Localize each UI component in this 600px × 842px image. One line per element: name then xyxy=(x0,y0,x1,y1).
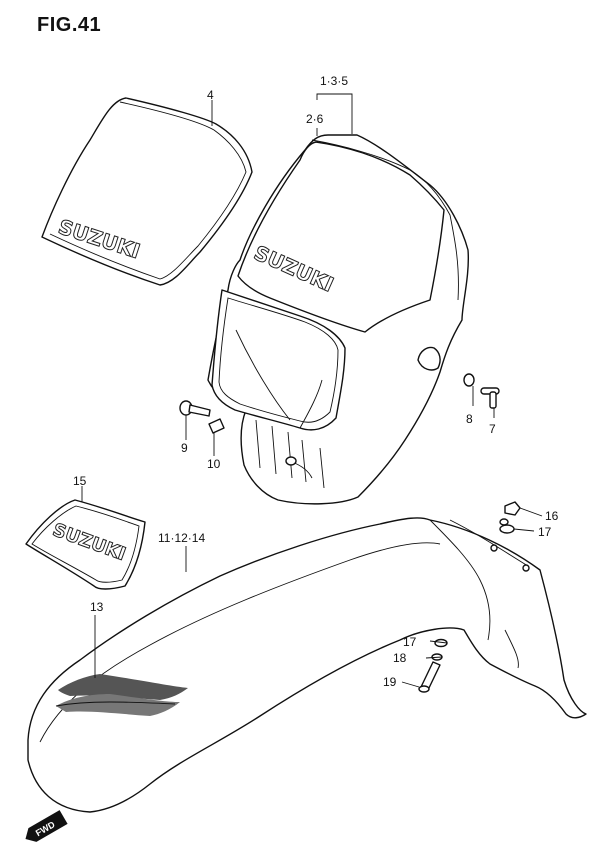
forward-direction-arrow: FWD xyxy=(25,810,68,842)
figure-title: FIG.41 xyxy=(37,14,102,36)
callout-19: 19 xyxy=(383,675,397,689)
washer-part-17-upper xyxy=(499,524,515,534)
bolt-part-7 xyxy=(480,387,500,409)
nut-part-16 xyxy=(504,501,521,516)
callout-4: 4 xyxy=(207,88,214,102)
fender-decal-part-15: SUZUKI xyxy=(25,499,146,590)
callout-17-lower: 17 xyxy=(403,635,417,649)
callout-17-upper: 17 xyxy=(538,525,552,539)
front-fender-part-11 xyxy=(27,517,587,813)
callout-11-12-14: 11·12·14 xyxy=(158,531,205,545)
callout-7: 7 xyxy=(489,422,496,436)
headlight-decal-part-4: SUZUKI xyxy=(41,97,253,286)
callout-15: 15 xyxy=(73,474,87,488)
callout-13: 13 xyxy=(90,600,104,614)
callout-16: 16 xyxy=(545,509,559,523)
callout-labels: 1·3·5 2·6 4 7 8 9 10 11·12·14 13 15 16 1… xyxy=(73,74,559,689)
callout-18: 18 xyxy=(393,651,407,665)
collar-part-10 xyxy=(208,418,225,434)
headlight-housing-part-1: SUZUKI xyxy=(207,134,470,505)
callout-8: 8 xyxy=(466,412,473,426)
screw-part-19 xyxy=(418,661,441,693)
bolt-part-9 xyxy=(179,400,211,417)
grommet-part-8 xyxy=(463,373,475,387)
callout-9: 9 xyxy=(181,441,188,455)
callout-2-6: 2·6 xyxy=(306,112,324,126)
callout-10: 10 xyxy=(207,457,221,471)
callout-1-3-5: 1·3·5 xyxy=(320,74,348,88)
leader-lines xyxy=(81,93,543,688)
